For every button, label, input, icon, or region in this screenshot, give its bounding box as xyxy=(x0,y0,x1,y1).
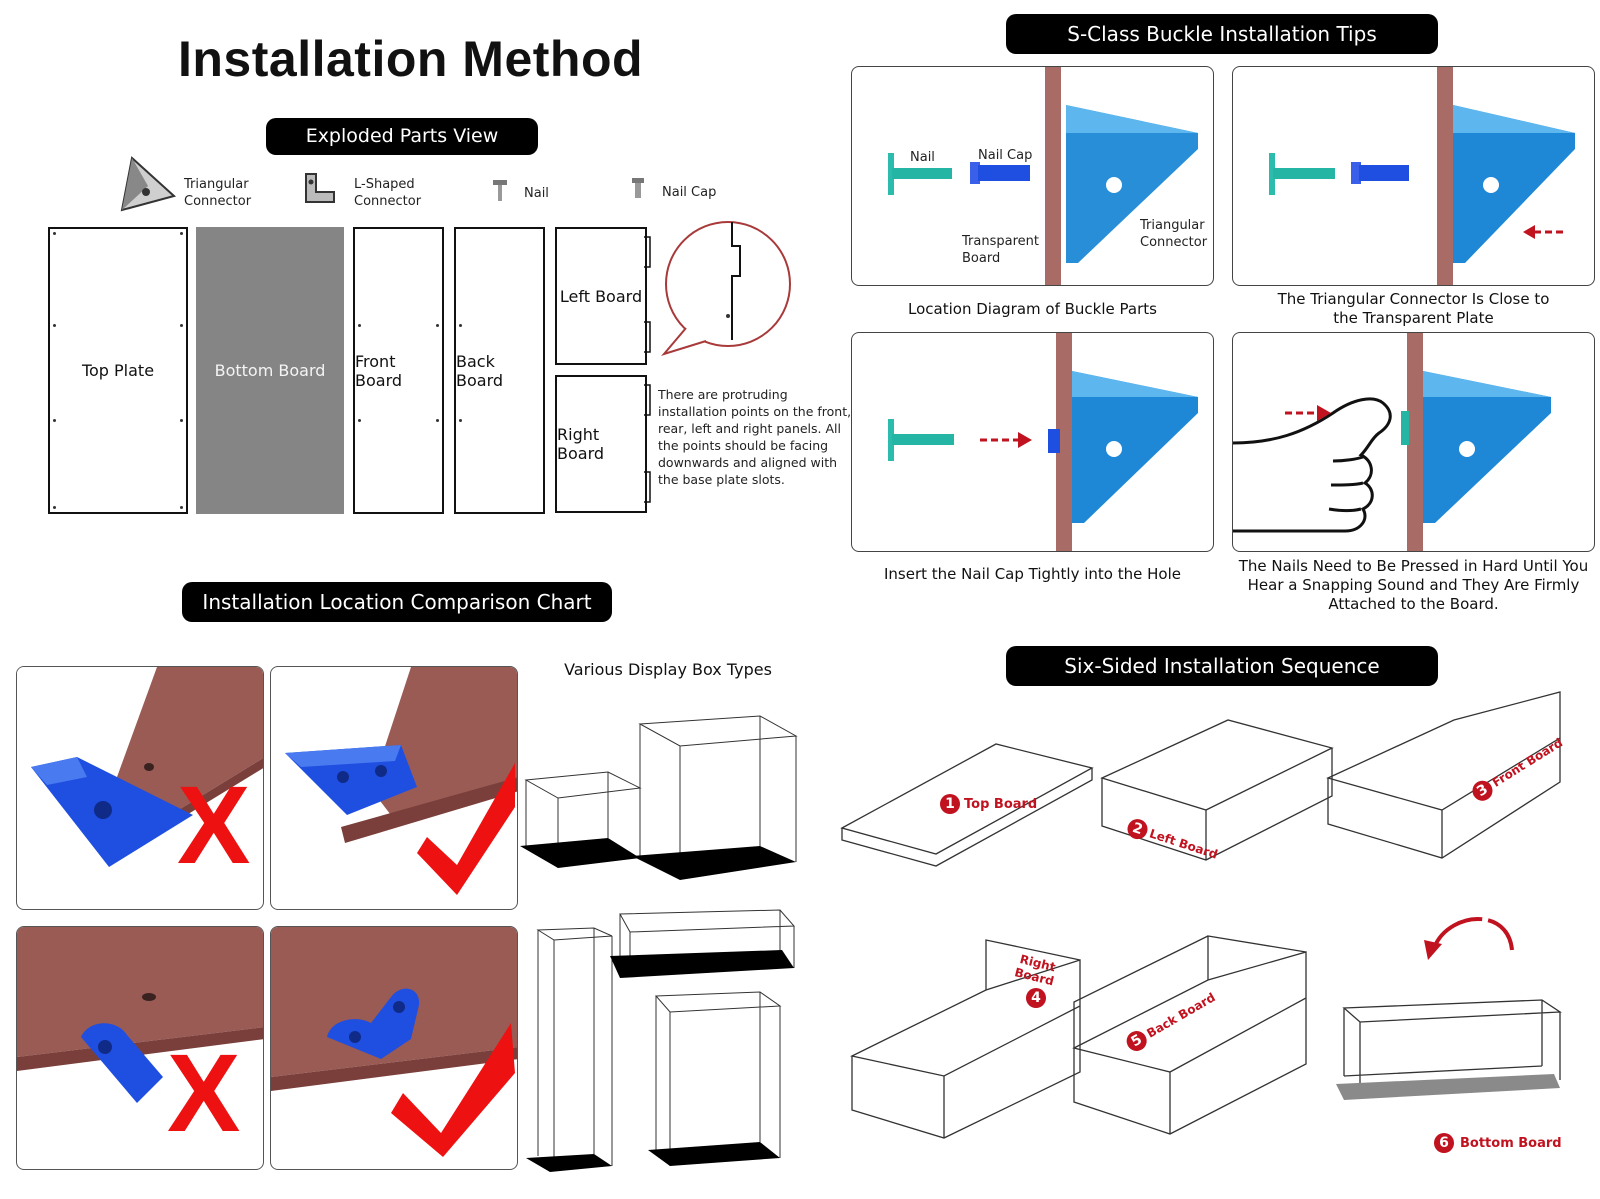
tip-diagram-close-to-plate xyxy=(1232,66,1595,286)
correct-mark-icon-2 xyxy=(391,1023,515,1157)
tip-caption-4: The Nails Need to Be Pressed in Hard Unt… xyxy=(1238,557,1589,613)
installation-sequence-illustration xyxy=(840,691,1562,1139)
wrong-mark-icon: X xyxy=(177,764,250,887)
tip-caption-3: Insert the Nail Cap Tightly into the Hol… xyxy=(884,565,1181,583)
panel-front-board: Front Board xyxy=(353,227,444,514)
panel-left-board: Left Board xyxy=(555,227,647,365)
section-sequence-title: Six-Sided Installation Sequence xyxy=(1064,654,1380,678)
seq-step-6-label: Bottom Board xyxy=(1460,1135,1562,1151)
side-board-tabs xyxy=(644,236,651,503)
panel-top-plate-label: Top Plate xyxy=(81,361,155,380)
comparison-wrong-triangle: X xyxy=(16,666,264,910)
display-box-types-illustration xyxy=(520,715,798,1172)
section-exploded-header: Exploded Parts View xyxy=(266,118,538,155)
installation-note: There are protruding installation points… xyxy=(658,387,852,487)
panel-bottom-board: Bottom Board xyxy=(196,227,344,514)
panel-right-board: Right Board xyxy=(555,375,647,513)
seq-step-1-number: 1 xyxy=(940,794,960,814)
seq-step-1: 1 Top Board xyxy=(940,794,1037,814)
panel-back-board-label: Back Board xyxy=(456,351,504,390)
section-exploded-title: Exploded Parts View xyxy=(305,125,499,147)
section-sequence-header: Six-Sided Installation Sequence xyxy=(1006,646,1438,686)
magnified-tab-callout xyxy=(661,221,791,356)
comparison-right-triangle xyxy=(270,666,518,910)
seq-step-4: Right Board 4 xyxy=(996,952,1076,1008)
triangular-connector-label: Triangular Connector xyxy=(184,177,252,209)
panel-back-board: Back Board xyxy=(454,227,545,514)
tip-label-triangular-connector: Triangular Connector xyxy=(1140,218,1208,250)
l-shaped-connector-icon xyxy=(305,173,335,203)
section-comparison-header: Installation Location Comparison Chart xyxy=(182,582,612,622)
tip-caption-2: The Triangular Connector Is Close to the… xyxy=(1277,290,1550,327)
tip-label-nailcap: Nail Cap xyxy=(978,148,1033,163)
panel-top-plate: Top Plate xyxy=(48,227,188,514)
nail-cap-icon xyxy=(632,178,644,198)
comparison-wrong-lshape: X xyxy=(16,926,264,1170)
panel-front-board-label: Front Board xyxy=(355,351,403,390)
tip-diagram-location: Nail Nail Cap Transparent Board Triangul… xyxy=(851,66,1214,286)
panel-left-board-label: Left Board xyxy=(559,286,643,306)
nail-cap-label: Nail Cap xyxy=(662,185,717,200)
comparison-right-lshape xyxy=(270,926,518,1170)
tip-diagram-press-nail xyxy=(1232,332,1595,552)
section-comparison-title: Installation Location Comparison Chart xyxy=(202,590,592,614)
seq-step-4-number: 4 xyxy=(1026,988,1046,1008)
tip-label-nail: Nail xyxy=(910,150,935,165)
seq-step-6-number: 6 xyxy=(1434,1133,1454,1153)
page-title: Installation Method xyxy=(178,31,644,87)
panel-right-board-label: Right Board xyxy=(557,425,605,463)
tip-caption-1: Location Diagram of Buckle Parts xyxy=(908,300,1157,318)
display-types-title: Various Display Box Types xyxy=(564,660,772,679)
tip-diagram-insert-cap xyxy=(851,332,1214,552)
panel-bottom-board-label: Bottom Board xyxy=(214,361,326,380)
tip-label-transparent-board: Transparent Board xyxy=(962,234,1039,266)
seq-step-6: 6 Bottom Board xyxy=(1434,1133,1562,1153)
section-sclass-header: S-Class Buckle Installation Tips xyxy=(1006,14,1438,54)
triangular-connector-icon xyxy=(120,156,177,212)
wrong-mark-icon-2: X xyxy=(167,1032,240,1155)
nail-label: Nail xyxy=(524,186,549,201)
l-shaped-connector-label: L-Shaped Connector xyxy=(354,177,422,209)
correct-mark-icon xyxy=(417,763,515,895)
section-sclass-title: S-Class Buckle Installation Tips xyxy=(1067,22,1377,46)
seq-step-1-label: Top Board xyxy=(964,796,1038,812)
nail-icon xyxy=(493,180,507,201)
